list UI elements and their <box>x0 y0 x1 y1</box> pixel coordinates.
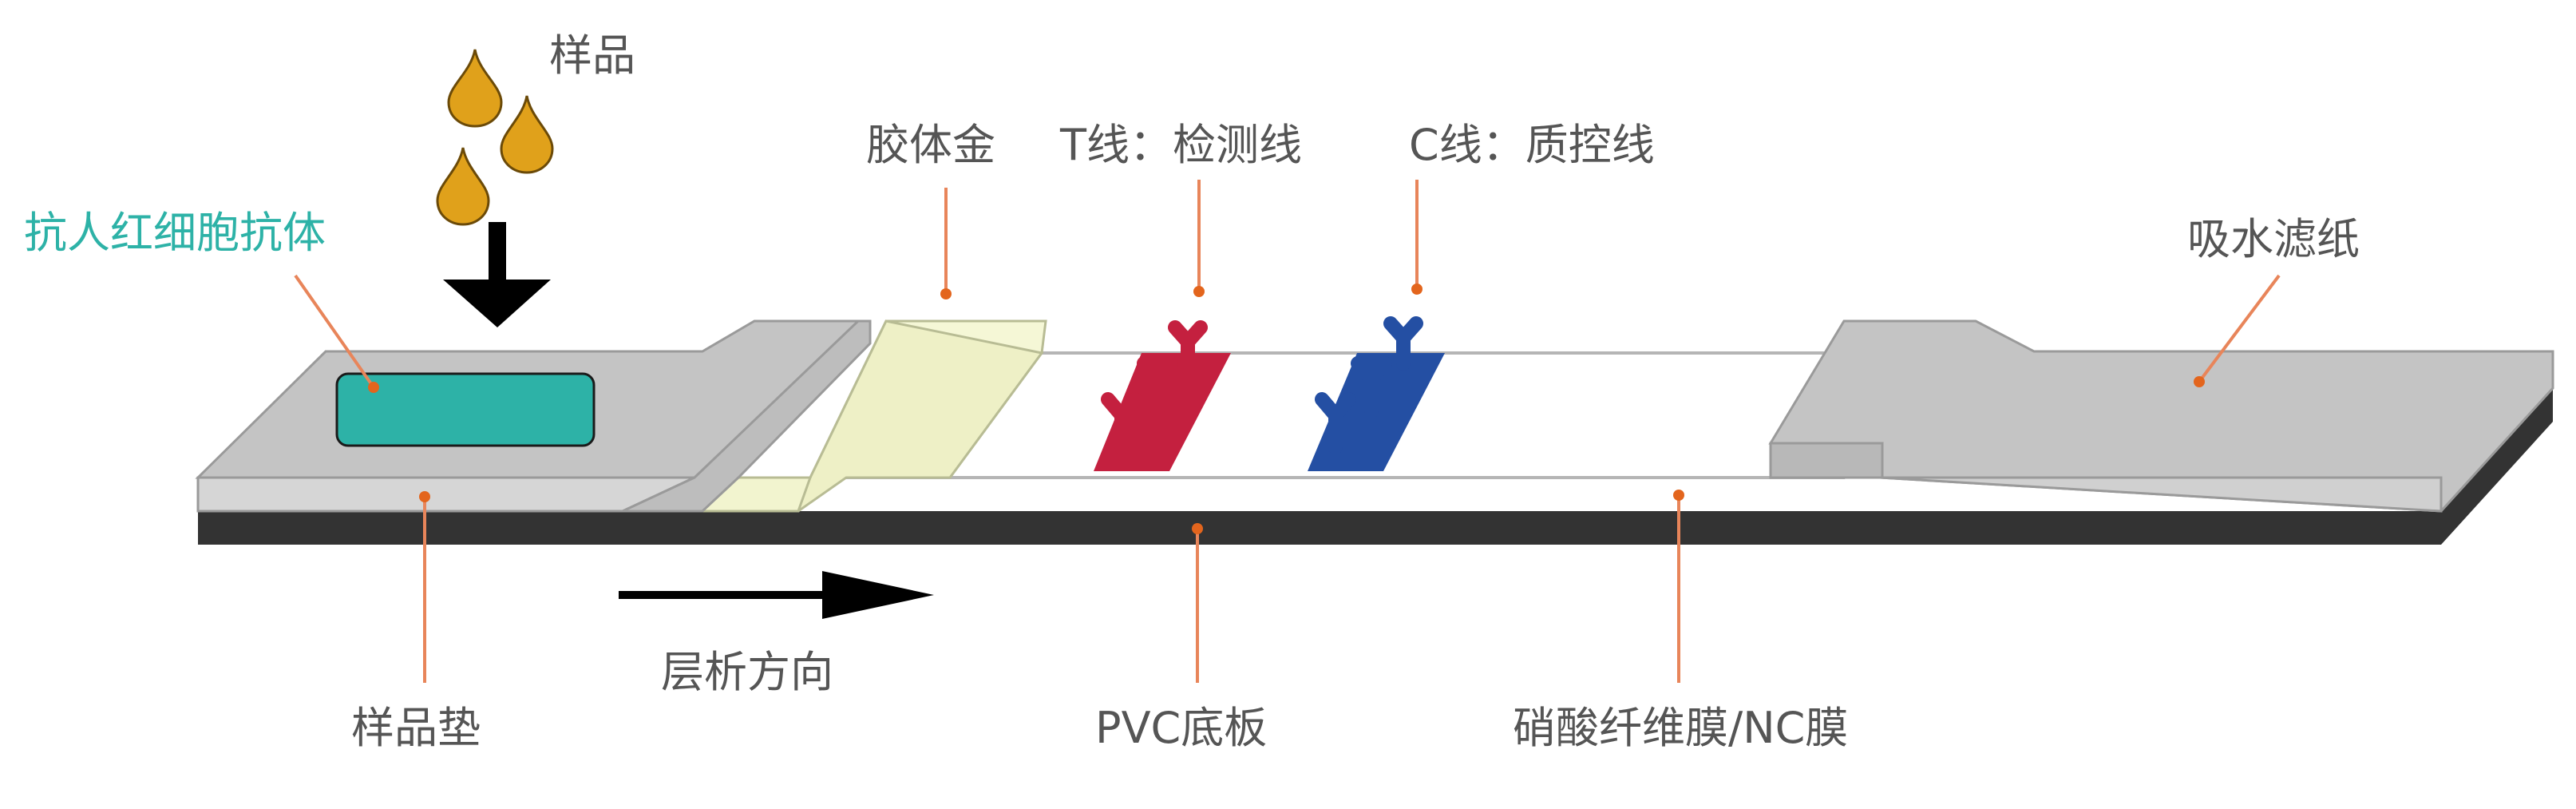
antibody-block <box>335 372 596 447</box>
absorbent-paper-slope <box>1769 442 1884 479</box>
droplet-icon <box>447 49 503 128</box>
label-absorbent-paper: 吸水滤纸 <box>2187 214 2360 264</box>
labels: 样品 抗人红细胞抗体 胶体金 T线：检测线 C线：质控线 吸水滤纸 层析方向 样… <box>24 30 2360 753</box>
label-sample-pad: 样品垫 <box>351 703 481 753</box>
sample-down-arrow-icon <box>443 222 551 327</box>
label-sample: 样品 <box>549 30 635 81</box>
label-flow-direction: 层析方向 <box>661 647 833 697</box>
sample-droplets <box>436 49 554 226</box>
flow-direction-arrow-icon <box>619 571 934 619</box>
absorbent-paper-front <box>1879 476 2443 513</box>
label-t-line: T线：检测线 <box>1059 120 1302 170</box>
droplet-icon <box>500 95 554 174</box>
label-nc-membrane: 硝酸纤维膜/NC膜 <box>1513 703 1848 753</box>
t-line-band <box>1094 320 1231 471</box>
leader-lines <box>294 180 2281 683</box>
label-antibody: 抗人红细胞抗体 <box>24 208 326 258</box>
c-line-band <box>1308 316 1445 471</box>
label-colloidal-gold: 胶体金 <box>866 120 995 170</box>
label-c-line: C线：质控线 <box>1409 120 1655 170</box>
label-pvc-backing: PVC底板 <box>1095 703 1267 753</box>
pvc-backing-shape <box>198 388 2553 545</box>
droplet-icon <box>436 147 490 226</box>
sample-pad-front <box>196 476 695 513</box>
sample-pad-side <box>622 319 872 513</box>
